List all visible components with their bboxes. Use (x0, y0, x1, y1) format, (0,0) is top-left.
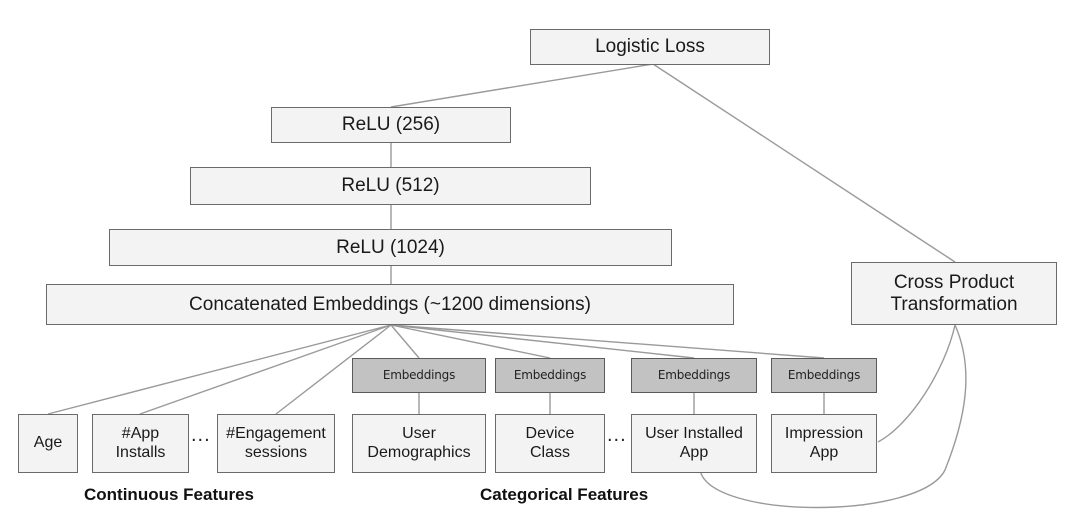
feature-impression-app: Impression App (771, 414, 877, 473)
categorical-features-label: Categorical Features (480, 485, 649, 504)
feature-user-installed-app: User Installed App (631, 414, 757, 473)
ellipsis-continuous: ... (191, 424, 211, 446)
embeddings-device-class: Embeddings (495, 358, 605, 393)
relu-512-node: ReLU (512) (190, 167, 591, 205)
edge-concat-appinstalls (139, 324, 392, 415)
edge-concat-emb4 (390, 324, 825, 359)
feature-app-installs: #App Installs (92, 414, 189, 473)
relu-1024-node: ReLU (1024) (109, 229, 672, 266)
edge-concat-emb1 (390, 324, 420, 359)
feature-device-class: Device Class (495, 414, 605, 473)
cross-product-node: Cross Product Transformation (851, 262, 1057, 325)
edge-concat-emb2 (390, 324, 551, 359)
logistic-loss-node: Logistic Loss (530, 29, 770, 65)
concatenated-embeddings-node: Concatenated Embeddings (~1200 dimension… (46, 284, 734, 325)
embeddings-impression-app: Embeddings (771, 358, 877, 393)
edge-crossproduct-loss (652, 63, 956, 263)
edge-impression-crossproduct (877, 324, 956, 443)
embeddings-user-installed-app: Embeddings (631, 358, 757, 393)
edge-concat-emb3 (390, 324, 695, 359)
edge-installed-crossproduct (699, 324, 967, 509)
edge-concat-age (47, 324, 392, 415)
feature-engagement-sessions: #Engagement sessions (217, 414, 335, 473)
feature-user-demographics: User Demographics (352, 414, 486, 473)
continuous-features-label: Continuous Features (84, 485, 255, 504)
embeddings-user-demographics: Embeddings (352, 358, 486, 393)
edge-concat-engagement (275, 324, 392, 415)
relu-256-node: ReLU (256) (271, 107, 511, 143)
edge-relu256-loss (390, 63, 654, 108)
feature-age: Age (18, 414, 78, 473)
ellipsis-categorical: ... (607, 424, 627, 446)
